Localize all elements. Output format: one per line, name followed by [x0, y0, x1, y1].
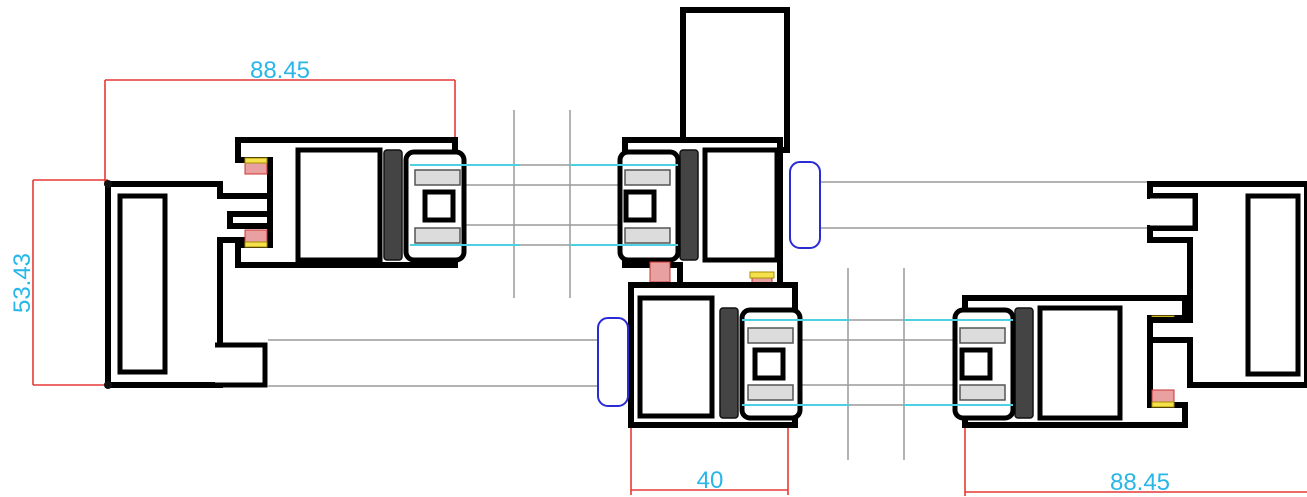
dimension-left-height: 53.43: [9, 179, 108, 386]
dimension-bottom-right-label: 88.45: [1110, 469, 1170, 496]
reference-lines: [513, 110, 905, 460]
dimension-bottom-middle-label: 40: [697, 467, 724, 494]
left-sash: [235, 137, 520, 268]
dimension-left-height-label: 53.43: [9, 253, 36, 313]
right-sash: [904, 295, 1188, 428]
dimension-bottom-middle: 40: [630, 420, 789, 495]
center-sash-bottom: [597, 282, 850, 428]
center-mullion-top: [570, 7, 821, 299]
dimension-bottom-right: 88.45: [964, 425, 1307, 496]
dimension-top-width: 88.45: [104, 57, 456, 185]
dimension-top-width-label: 88.45: [250, 57, 310, 84]
right-outer-frame: [1147, 181, 1307, 388]
left-outer-frame: [104, 180, 273, 389]
